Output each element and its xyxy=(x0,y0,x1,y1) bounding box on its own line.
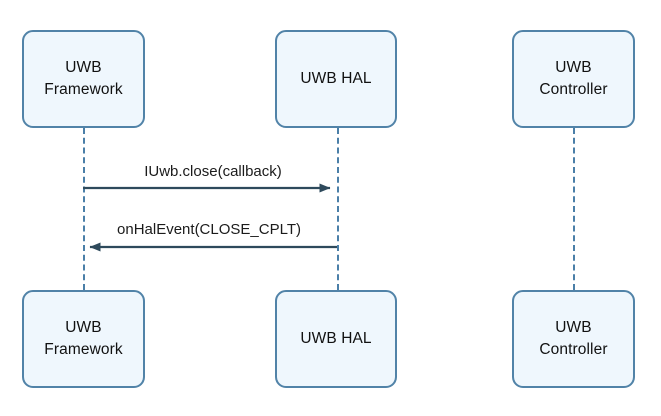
participant-label-line1: UWB HAL xyxy=(300,70,372,87)
participant-box-uwb-framework-bottom[interactable]: UWB Framework xyxy=(22,290,145,388)
message-label-onhalevent-close-cplt: onHalEvent(CLOSE_CPLT) xyxy=(117,221,301,238)
lifeline-uwb-controller xyxy=(573,128,575,290)
participant-label-line1: UWB xyxy=(65,319,102,336)
lifeline-uwb-framework xyxy=(83,128,85,290)
participant-box-uwb-framework-top[interactable]: UWB Framework xyxy=(22,30,145,128)
participant-label-line1: UWB xyxy=(555,319,592,336)
participant-label-line1: UWB HAL xyxy=(300,330,372,347)
participant-box-uwb-hal-bottom[interactable]: UWB HAL xyxy=(275,290,397,388)
lifeline-uwb-hal xyxy=(337,128,339,290)
participant-label-line2: Controller xyxy=(539,341,608,358)
participant-label-line2: Controller xyxy=(539,81,608,98)
participant-label-line1: UWB xyxy=(65,59,102,76)
participant-label-line2: Framework xyxy=(44,341,123,358)
participant-label-line1: UWB xyxy=(555,59,592,76)
participant-box-uwb-hal-top[interactable]: UWB HAL xyxy=(275,30,397,128)
participant-box-uwb-controller-top[interactable]: UWB Controller xyxy=(512,30,635,128)
participant-box-uwb-controller-bottom[interactable]: UWB Controller xyxy=(512,290,635,388)
message-label-iuwb-close: IUwb.close(callback) xyxy=(144,163,282,180)
participant-label-line2: Framework xyxy=(44,81,123,98)
